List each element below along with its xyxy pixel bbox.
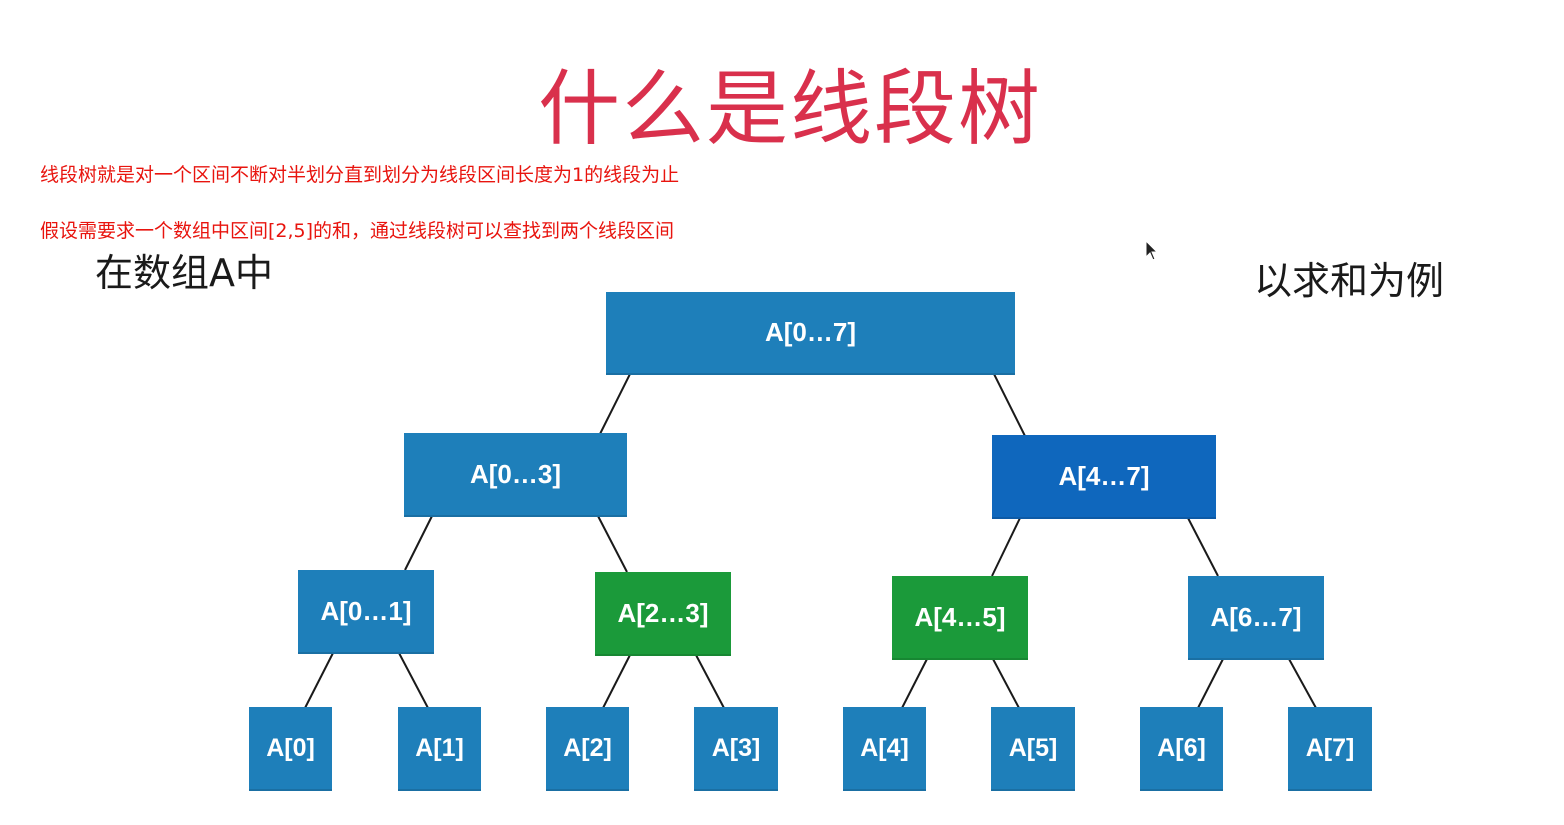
leaf-a2: A[2] xyxy=(546,707,629,791)
leaf-a3: A[3] xyxy=(694,707,778,791)
node-a2-3-label: A[2…3] xyxy=(617,597,709,628)
edge-root-right xyxy=(993,373,1026,437)
leaf-a5-label: A[5] xyxy=(1008,733,1058,762)
node-a0-1-label: A[0…1] xyxy=(320,595,412,626)
leaf-a0-label: A[0] xyxy=(266,733,315,762)
leaf-a3-label: A[3] xyxy=(711,733,761,762)
node-a6-7: A[6…7] xyxy=(1188,576,1324,660)
mouse-pointer-icon xyxy=(1145,240,1159,261)
edge-a01-a0 xyxy=(304,652,334,709)
edge-a03-a01 xyxy=(404,515,433,571)
node-a4-5-label: A[4…5] xyxy=(914,601,1006,632)
edge-a47-a45 xyxy=(991,517,1021,577)
node-a0-1: A[0…1] xyxy=(298,570,434,654)
leaf-a0: A[0] xyxy=(249,707,332,791)
leaf-a6-label: A[6] xyxy=(1157,733,1206,762)
node-root: A[0…7] xyxy=(606,292,1015,375)
description-line-1: 线段树就是对一个区间不断对半划分直到划分为线段区间长度为1的线段为止 xyxy=(40,164,680,186)
description-line-2: 假设需要求一个数组中区间[2,5]的和，通过线段树可以查找到两个线段区间 xyxy=(40,220,675,242)
leaf-a1: A[1] xyxy=(398,707,481,791)
leaf-a1-label: A[1] xyxy=(415,733,464,762)
edge-root-left xyxy=(599,373,631,435)
edge-a45-a5 xyxy=(992,658,1020,709)
edge-a23-a2 xyxy=(602,654,631,709)
edge-a47-a67 xyxy=(1187,517,1219,577)
node-a0-3: A[0…3] xyxy=(404,433,627,517)
leaf-a5: A[5] xyxy=(991,707,1075,791)
node-a2-3: A[2…3] xyxy=(595,572,731,656)
edge-a67-a6 xyxy=(1197,658,1224,709)
leaf-a7: A[7] xyxy=(1288,707,1372,791)
edge-a01-a1 xyxy=(398,652,429,709)
operation-caption: 以求和为例 xyxy=(1254,259,1445,303)
node-a4-7-label: A[4…7] xyxy=(1058,460,1150,491)
leaf-a7-label: A[7] xyxy=(1305,733,1355,762)
leaf-a6: A[6] xyxy=(1140,707,1223,791)
node-a6-7-label: A[6…7] xyxy=(1210,601,1302,632)
node-a0-3-label: A[0…3] xyxy=(469,458,561,489)
edge-a23-a3 xyxy=(695,654,725,709)
node-root-label: A[0…7] xyxy=(764,317,856,347)
edge-a67-a7 xyxy=(1288,658,1317,709)
page-title: 什么是线段树 xyxy=(538,62,1043,157)
node-a4-7: A[4…7] xyxy=(992,435,1216,519)
edge-a45-a4 xyxy=(901,658,928,709)
array-caption: 在数组A中 xyxy=(95,251,273,295)
edge-a03-a23 xyxy=(597,515,628,573)
node-a4-5: A[4…5] xyxy=(892,576,1028,660)
leaf-a4: A[4] xyxy=(843,707,926,791)
leaf-a4-label: A[4] xyxy=(860,733,909,762)
leaf-a2-label: A[2] xyxy=(563,733,612,762)
